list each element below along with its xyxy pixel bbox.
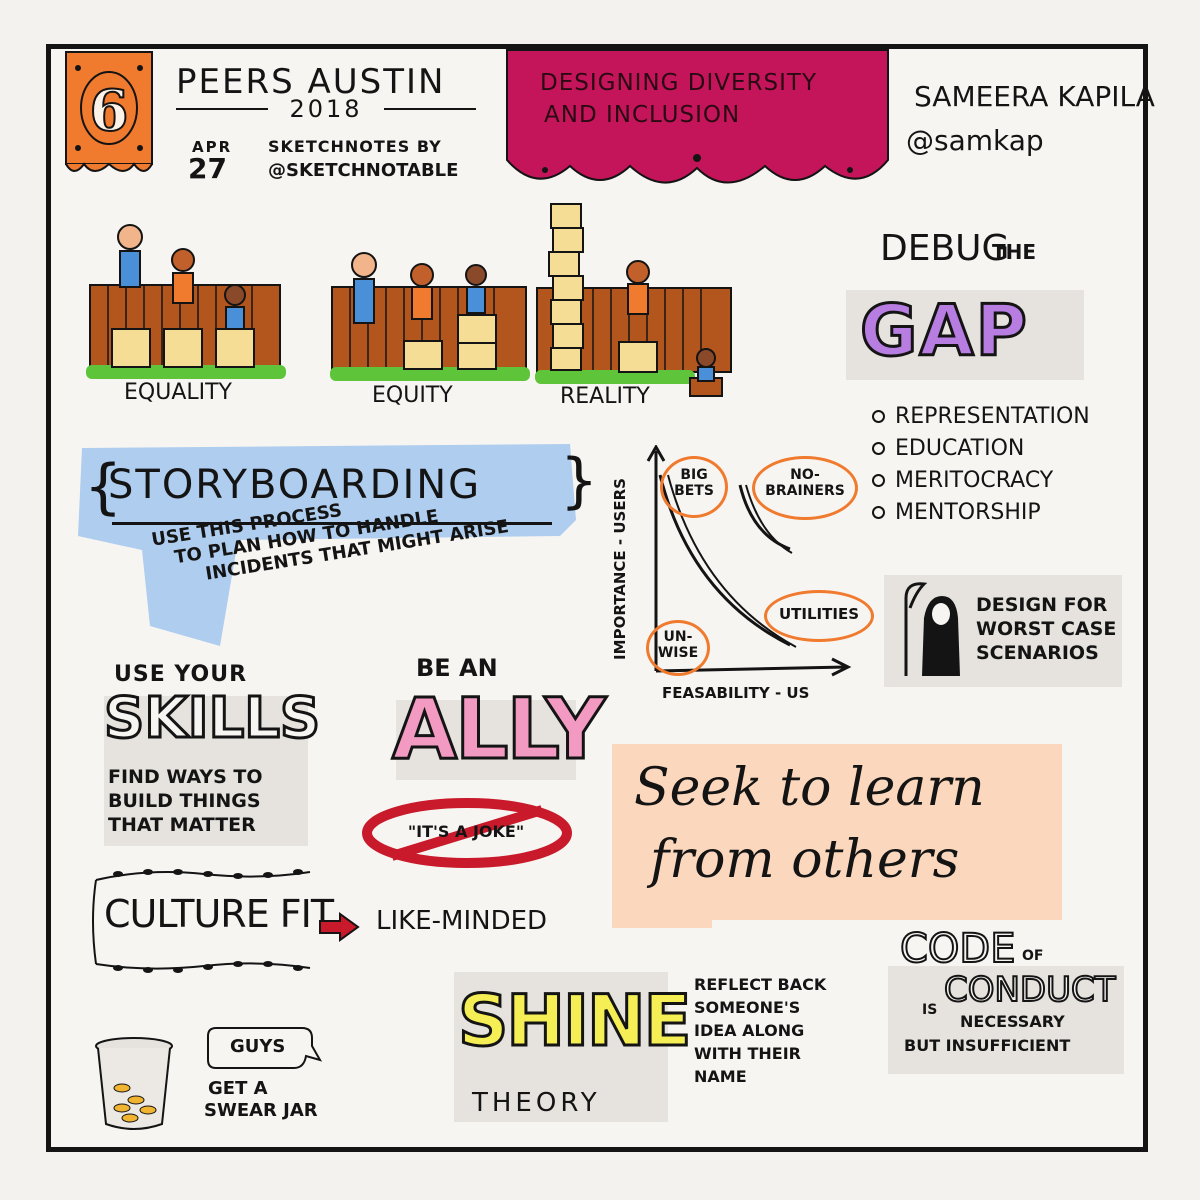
list-item: MENTORSHIP xyxy=(872,500,1090,525)
list-item-label: MENTORSHIP xyxy=(895,500,1041,525)
credit-line-1: SKETCHNOTES BY xyxy=(268,137,442,156)
talk-number: 6 xyxy=(89,77,130,145)
shine-box xyxy=(454,972,668,1122)
skills-line-2: BUILD THINGS xyxy=(108,790,261,812)
event-year: 2018 xyxy=(289,95,363,123)
like-minded-text: LIKE-MINDED xyxy=(376,906,548,936)
chart-y-label: IMPORTANCE - USERS xyxy=(611,478,629,660)
worst-case-line-2: WORST CASE xyxy=(976,618,1117,640)
seek-to-learn-card xyxy=(612,744,1062,920)
chart-x-label: FEASABILITY - US xyxy=(662,684,810,702)
speech-bubble xyxy=(206,1024,322,1074)
theory-word: THEORY xyxy=(472,1088,601,1118)
bullet-icon xyxy=(872,506,885,519)
no-brainers-bubble: NO- BRAINERS xyxy=(752,456,858,520)
speaker-name: SAMEERA KAPILA xyxy=(914,80,1155,113)
skills-line-3: THAT MATTER xyxy=(108,814,256,836)
swear-line-1: GET A xyxy=(208,1078,268,1099)
gap-word: GAP xyxy=(859,289,1029,374)
unwise-line-1: UN- xyxy=(663,629,693,645)
grim-reaper-icon xyxy=(896,578,966,678)
debug-gap-list: REPRESENTATION EDUCATION MERITOCRACY MEN… xyxy=(872,404,1090,532)
skills-line-1: FIND WAYS TO xyxy=(108,766,263,788)
guys-text: GUYS xyxy=(230,1036,286,1057)
reality-label: REALITY xyxy=(560,384,650,409)
storyboarding-underline xyxy=(112,522,552,525)
credit-line-2: @SKETCHNOTABLE xyxy=(268,160,459,181)
no-brainers-line-1: NO- xyxy=(790,467,820,483)
list-item-label: EDUCATION xyxy=(895,436,1025,461)
the-word: THE xyxy=(992,240,1037,264)
unwise-bubble: UN- WISE xyxy=(646,620,710,676)
worst-case-line-3: SCENARIOS xyxy=(976,642,1099,664)
seek-to-learn-tab xyxy=(612,900,712,928)
brace-left-icon: { xyxy=(84,452,123,522)
is-word: IS xyxy=(922,1002,938,1018)
storyboarding-title: STORYBOARDING xyxy=(108,462,482,508)
shine-line-3: IDEA ALONG xyxy=(694,1021,805,1040)
no-joke-sign xyxy=(362,798,572,868)
debug-word: DEBUG xyxy=(880,228,1010,269)
event-name: PEERS AUSTIN xyxy=(176,62,446,102)
no-brainers-line-2: BRAINERS xyxy=(765,483,845,499)
worst-case-line-1: DESIGN FOR xyxy=(976,594,1108,616)
brace-right-icon: } xyxy=(560,446,599,516)
equality-label: EQUALITY xyxy=(124,380,232,405)
storyboarding-card xyxy=(70,440,590,650)
code-line-1: NECESSARY xyxy=(960,1012,1065,1031)
culture-fit-vine xyxy=(88,860,318,980)
conduct-word: CONDUCT xyxy=(943,969,1117,1011)
bullet-icon xyxy=(872,442,885,455)
use-your-text: USE YOUR xyxy=(114,662,248,687)
of-word: OF xyxy=(1022,948,1044,964)
speaker-handle: @samkap xyxy=(906,124,1044,157)
ally-word: ALLY xyxy=(391,679,608,780)
shine-line-5: NAME xyxy=(694,1067,747,1086)
skills-word: SKILLS xyxy=(102,685,321,753)
event-month: APR xyxy=(192,138,233,156)
ally-box xyxy=(396,700,576,780)
big-bets-line-2: BETS xyxy=(674,483,714,499)
shine-line-4: WITH THEIR xyxy=(694,1044,801,1063)
utilities-label: UTILITIES xyxy=(779,605,859,623)
culture-fit-text: CULTURE FIT xyxy=(104,892,334,936)
equity-label: EQUITY xyxy=(372,383,453,408)
equity-illustration xyxy=(330,245,530,385)
debug-gap-shadow xyxy=(846,290,1084,380)
arrow-right-icon xyxy=(318,912,360,942)
skills-box xyxy=(104,696,308,846)
swear-line-2: SWEAR JAR xyxy=(204,1100,318,1121)
bullet-icon xyxy=(872,410,885,423)
utilities-bubble: UTILITIES xyxy=(764,590,874,642)
its-a-joke-text: "IT'S A JOKE" xyxy=(407,822,525,841)
code-word: CODE xyxy=(899,925,1016,973)
list-item: REPRESENTATION xyxy=(872,404,1090,429)
big-bets-bubble: BIG BETS xyxy=(660,456,728,518)
seek-line-2: from others xyxy=(650,830,960,890)
list-item-label: MERITOCRACY xyxy=(895,468,1054,493)
list-item-label: REPRESENTATION xyxy=(895,404,1090,429)
event-day: 27 xyxy=(188,152,227,185)
list-item: MERITOCRACY xyxy=(872,468,1090,493)
talk-title-line-2: AND INCLUSION xyxy=(544,102,741,128)
shine-line-1: REFLECT BACK xyxy=(694,975,827,994)
code-line-2: BUT INSUFFICIENT xyxy=(904,1036,1071,1055)
big-bets-line-1: BIG xyxy=(680,467,708,483)
list-item: EDUCATION xyxy=(872,436,1090,461)
year-rule xyxy=(176,108,476,110)
papel-picado-number-flag xyxy=(64,50,154,180)
code-box xyxy=(888,966,1124,1074)
seek-line-1: Seek to learn xyxy=(634,758,985,818)
bullet-icon xyxy=(872,474,885,487)
reality-illustration xyxy=(535,200,745,400)
shine-line-2: SOMEONE'S xyxy=(694,998,801,1017)
swear-jar-icon xyxy=(92,1034,176,1134)
unwise-line-2: WISE xyxy=(657,645,699,661)
equality-illustration xyxy=(86,215,286,385)
be-an-text: BE AN xyxy=(416,654,498,682)
shine-word: SHINE xyxy=(456,979,692,1064)
talk-title-banner xyxy=(505,48,890,196)
talk-title-line-1: DESIGNING DIVERSITY xyxy=(540,70,817,96)
